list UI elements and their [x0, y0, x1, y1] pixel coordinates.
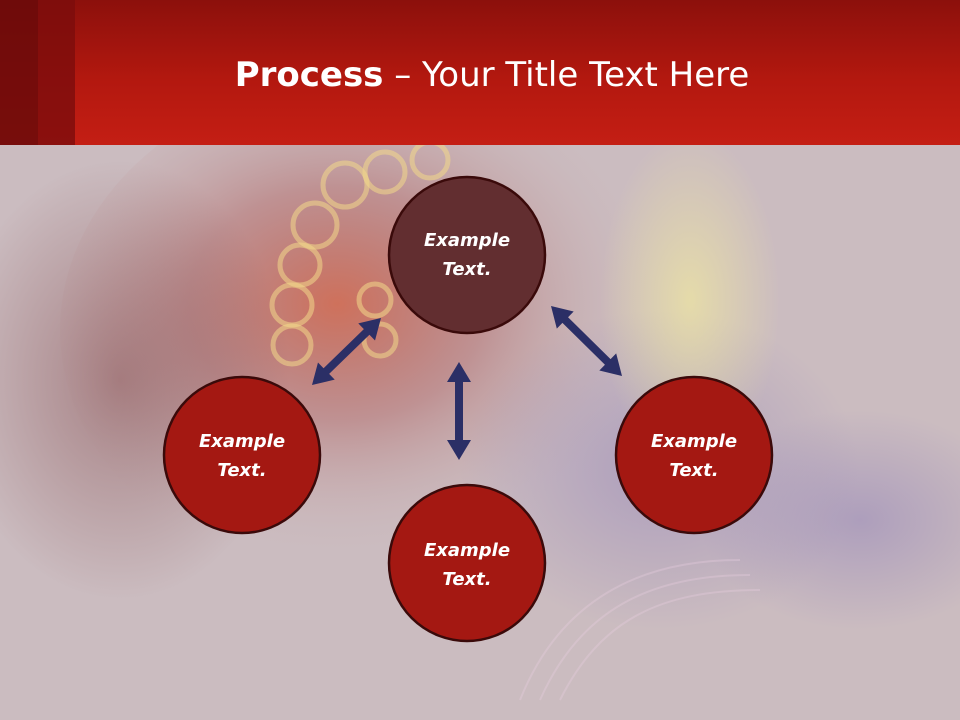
connector-arrows: [312, 306, 622, 460]
node-label-line1: Example: [199, 431, 285, 452]
header-accent-strip: [0, 0, 38, 145]
arrow-top-right: [551, 306, 622, 376]
node-label-line1: Example: [424, 230, 510, 251]
node-circle: [387, 175, 547, 335]
node-label-line2: Text.: [442, 259, 491, 280]
header-accent-strip: [38, 0, 75, 145]
node-circle: [387, 483, 547, 643]
slide-title: Process – Your Title Text Here: [0, 52, 960, 98]
node-label-line2: Text.: [217, 460, 266, 481]
process-node-left: Example Text.: [162, 375, 322, 535]
title-rest: – Your Title Text Here: [394, 55, 750, 95]
process-node-bottom: Example Text.: [387, 483, 547, 643]
node-label-line1: Example: [424, 540, 510, 561]
process-node-top: Example Text.: [387, 175, 547, 335]
title-bold: Process: [234, 55, 384, 95]
node-circle: [162, 375, 322, 535]
arrow-top-left: [312, 318, 381, 385]
process-node-right: Example Text.: [614, 375, 774, 535]
title-bar: [0, 0, 960, 145]
node-label-line2: Text.: [442, 569, 491, 590]
node-circle: [614, 375, 774, 535]
arrow-vertical: [447, 362, 471, 460]
node-label-line1: Example: [651, 431, 737, 452]
node-label-line2: Text.: [669, 460, 718, 481]
